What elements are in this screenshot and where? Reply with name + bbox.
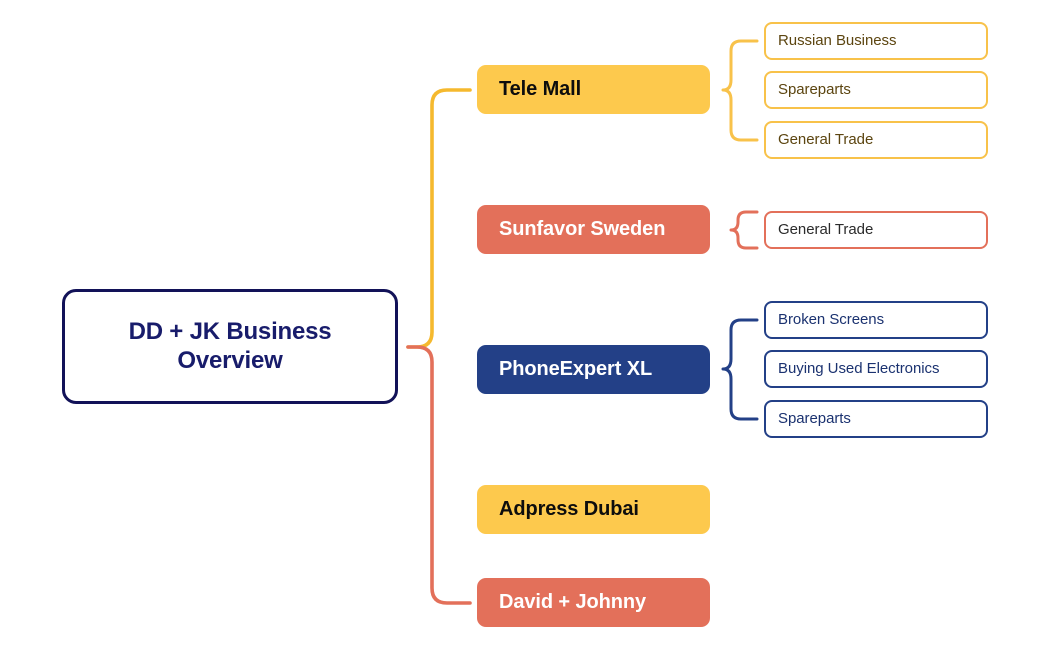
leaf-node-spareparts-phoneexpert[interactable]: Spareparts [764, 400, 988, 438]
leaf-label-spareparts-tele-mall: Spareparts [778, 81, 851, 99]
branch-label-david-johnny: David + Johnny [499, 590, 646, 613]
main-brace-lower-coral [406, 345, 472, 605]
leaf-label-broken-screens: Broken Screens [778, 311, 885, 329]
leaf-node-spareparts-tele-mall[interactable]: Spareparts [764, 71, 988, 109]
leaf-node-buying-used-electronics[interactable]: Buying Used Electronics [764, 350, 988, 388]
leaf-label-general-trade-sunfavor: General Trade [778, 221, 874, 239]
branch-label-tele-mall: Tele Mall [499, 77, 582, 100]
leaf-node-russian-business[interactable]: Russian Business [764, 22, 988, 60]
main-brace-upper-yellow [406, 88, 472, 349]
leaf-label-buying-used-electronics: Buying Used Electronics [778, 360, 940, 378]
brace-sunfavor-sweden [729, 210, 759, 250]
branch-label-phoneexpert-xl: PhoneExpert XL [499, 357, 653, 380]
root-node[interactable]: DD + JK Business Overview [62, 289, 398, 404]
branch-label-adpress-dubai: Adpress Dubai [499, 497, 639, 520]
branch-node-adpress-dubai[interactable]: Adpress Dubai [477, 485, 710, 534]
leaf-node-broken-screens[interactable]: Broken Screens [764, 301, 988, 339]
branch-node-tele-mall[interactable]: Tele Mall [477, 65, 710, 114]
root-node-label: DD + JK Business Overview [128, 318, 332, 374]
leaf-label-general-trade-tele-mall: General Trade [778, 131, 874, 149]
branch-node-sunfavor-sweden[interactable]: Sunfavor Sweden [477, 205, 710, 254]
branch-node-phoneexpert-xl[interactable]: PhoneExpert XL [477, 345, 710, 394]
branch-node-david-johnny[interactable]: David + Johnny [477, 578, 710, 627]
branch-label-sunfavor-sweden: Sunfavor Sweden [499, 217, 666, 240]
leaf-node-general-trade-tele-mall[interactable]: General Trade [764, 121, 988, 159]
leaf-label-spareparts-phoneexpert: Spareparts [778, 410, 851, 428]
leaf-node-general-trade-sunfavor[interactable]: General Trade [764, 211, 988, 249]
brace-phoneexpert-xl [721, 318, 759, 421]
leaf-label-russian-business: Russian Business [778, 32, 897, 50]
brace-tele-mall [721, 39, 759, 142]
